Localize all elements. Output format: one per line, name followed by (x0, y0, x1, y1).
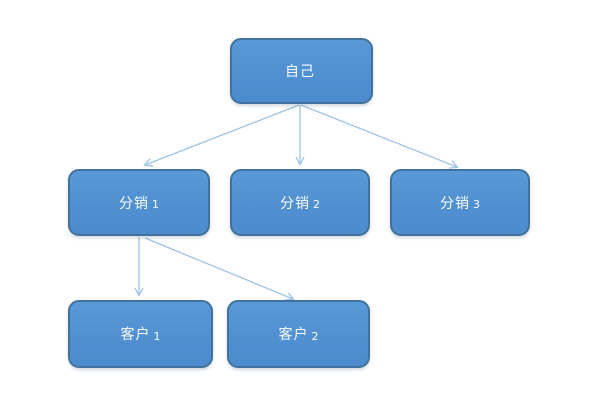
node-customer-1-label: 客户 (120, 327, 151, 343)
node-customer-2-label: 客户 (278, 327, 309, 343)
edge-dist1-to-cust2 (144, 237, 293, 299)
node-customer-2-number: 2 (311, 329, 319, 343)
node-self-label: 自己 (285, 64, 315, 80)
node-distributor-3-label: 分销 (440, 195, 470, 212)
edge-self-to-dist3 (300, 104, 457, 167)
node-distributor-1-label: 分销 (119, 195, 149, 212)
edge-self-to-dist1 (145, 104, 300, 165)
node-self: 自己 (230, 38, 373, 104)
node-distributor-1-number: 1 (152, 198, 159, 211)
node-distributor-3-number: 3 (473, 198, 480, 211)
node-distributor-2-number: 2 (313, 198, 320, 211)
node-distributor-2-label: 分销 (280, 195, 310, 212)
node-customer-1-number: 1 (153, 329, 161, 343)
